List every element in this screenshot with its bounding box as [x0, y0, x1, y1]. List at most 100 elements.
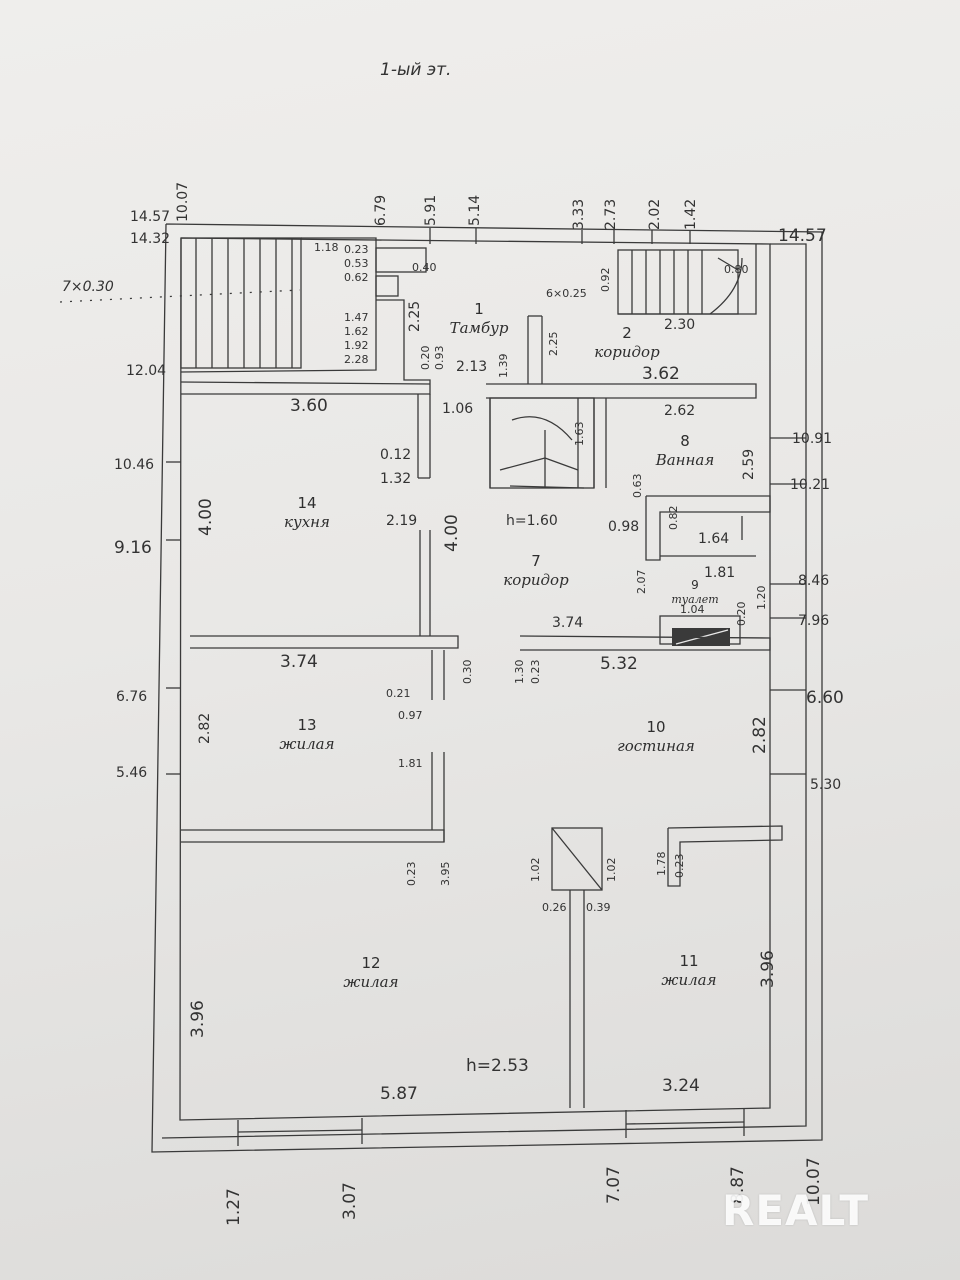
dim-top-5-14: 5.14	[467, 194, 483, 226]
dim-5-30: 5.30	[810, 777, 842, 793]
dim-bottom-3-07: 3.07	[340, 1182, 360, 1220]
room-9: 9 туалет	[670, 578, 720, 607]
room-name: Ванная	[655, 450, 715, 469]
dim-1-47: 1.47	[344, 311, 369, 324]
dim-4-00-corridor: 4.00	[442, 514, 462, 552]
room-name: жилая	[343, 972, 399, 991]
dim-1-32: 1.32	[380, 471, 412, 487]
dim-1-02-left: 1.02	[529, 857, 542, 883]
dim-0-30: 0.30	[461, 659, 474, 685]
room-number: 9	[691, 578, 699, 592]
dim-10-91: 10.91	[792, 431, 833, 447]
dim-2-62: 2.62	[664, 403, 696, 419]
dim-top-5-91: 5.91	[423, 194, 439, 226]
room-name: кухня	[284, 512, 330, 531]
dim-0-80: 0.80	[724, 263, 749, 276]
dim-top-2-02: 2.02	[647, 198, 663, 230]
dim-14-57-right: 14.57	[778, 226, 827, 246]
dim-1-81-room13: 1.81	[398, 757, 423, 770]
dim-6-76: 6.76	[116, 689, 148, 705]
dim-12-04: 12.04	[126, 363, 167, 379]
dim-0-20-toilet: 0.20	[735, 601, 748, 627]
dim-bottom-7-07: 7.07	[604, 1166, 624, 1204]
dim-1-18: 1.18	[314, 241, 339, 254]
dim-14-32: 14.32	[130, 231, 171, 247]
dim-1-06: 1.06	[442, 401, 474, 417]
dim-top-6-79: 6.79	[373, 194, 389, 226]
dim-1-81-toilet: 1.81	[704, 565, 736, 581]
dim-3-74-right: 3.74	[552, 615, 584, 631]
dim-14-57-left: 14.57	[130, 209, 171, 225]
dim-1-02-right: 1.02	[605, 857, 618, 883]
dim-0-23-mid: 0.23	[529, 659, 542, 685]
dim-3-74-left: 3.74	[280, 652, 318, 672]
dim-10-46: 10.46	[114, 457, 155, 473]
room-name: гостиная	[617, 736, 695, 755]
column	[551, 827, 603, 891]
dim-1-04: 1.04	[680, 603, 705, 616]
room-number: 11	[679, 952, 699, 970]
dim-3-96-left: 3.96	[188, 1000, 208, 1038]
dim-3-62: 3.62	[642, 364, 680, 384]
room-name: коридор	[503, 570, 569, 589]
dim-4-00-kitchen: 4.00	[196, 498, 216, 536]
dim-0-23-top: 0.23	[344, 243, 369, 256]
dim-0-82: 0.82	[667, 505, 680, 531]
dim-2-30: 2.30	[664, 317, 696, 333]
room-name: Тамбур	[449, 318, 509, 337]
dim-9-16: 9.16	[114, 538, 152, 558]
dim-1-63: 1.63	[573, 421, 586, 447]
stair-note: 7×0.30	[62, 279, 114, 295]
dim-1-92: 1.92	[344, 339, 369, 352]
room-number: 2	[622, 324, 632, 342]
dim-0-23-room11: 0.23	[673, 853, 686, 879]
room-number: 8	[680, 432, 690, 450]
dim-5-32: 5.32	[600, 654, 638, 674]
dim-6-60: 6.60	[806, 688, 844, 708]
dim-1-39: 1.39	[497, 353, 510, 379]
dim-5-46: 5.46	[116, 765, 148, 781]
dim-0-39: 0.39	[586, 901, 611, 914]
inner-wall-outline	[179, 237, 771, 1121]
dim-3-96-right: 3.96	[758, 950, 778, 988]
dim-1-64: 1.64	[698, 531, 730, 547]
dim-0-20: 0.20	[419, 345, 432, 371]
dim-0-26: 0.26	[542, 901, 567, 914]
stair-height-note: h=1.60	[506, 513, 558, 529]
dim-3-24: 3.24	[662, 1076, 700, 1096]
room-name: туалет	[671, 593, 719, 606]
dim-3-60: 3.60	[290, 396, 328, 416]
room-name: коридор	[594, 342, 660, 361]
height-note: h=2.53	[466, 1056, 529, 1076]
outer-wall-outline	[151, 223, 823, 1153]
room-7: 7 коридор	[486, 552, 586, 590]
dim-3-95: 3.95	[439, 861, 452, 887]
room-10: 10 гостиная	[596, 718, 716, 756]
dim-0-12: 0.12	[380, 447, 412, 463]
dim-0-92: 0.92	[599, 267, 612, 293]
dim-2-28: 2.28	[344, 353, 369, 366]
dim-top-2-73: 2.73	[603, 198, 619, 230]
room-number: 10	[646, 718, 666, 736]
stair-left	[180, 237, 302, 369]
dim-0-63: 0.63	[631, 473, 644, 499]
dim-1-62: 1.62	[344, 325, 369, 338]
dim-0-62: 0.62	[344, 271, 369, 284]
room-name: жилая	[661, 970, 717, 989]
room-2: 2 коридор	[582, 324, 672, 362]
dim-0-21: 0.21	[386, 687, 411, 700]
dim-2-07: 2.07	[635, 569, 648, 595]
dim-7-96: 7.96	[798, 613, 830, 629]
dim-2-25-right: 2.25	[547, 331, 560, 357]
watermark-logo: REALT	[722, 1186, 869, 1235]
room-number: 13	[297, 716, 317, 734]
room-11: 11 жилая	[644, 952, 734, 990]
room-number: 7	[531, 552, 541, 570]
room-1: 1 Тамбур	[444, 300, 514, 338]
dim-2-82-left: 2.82	[197, 712, 213, 744]
room-number: 14	[297, 494, 317, 512]
room-14: 14 кухня	[262, 494, 352, 532]
room-name: жилая	[279, 734, 335, 753]
room-12: 12 жилая	[326, 954, 416, 992]
dim-2-13: 2.13	[456, 359, 488, 375]
